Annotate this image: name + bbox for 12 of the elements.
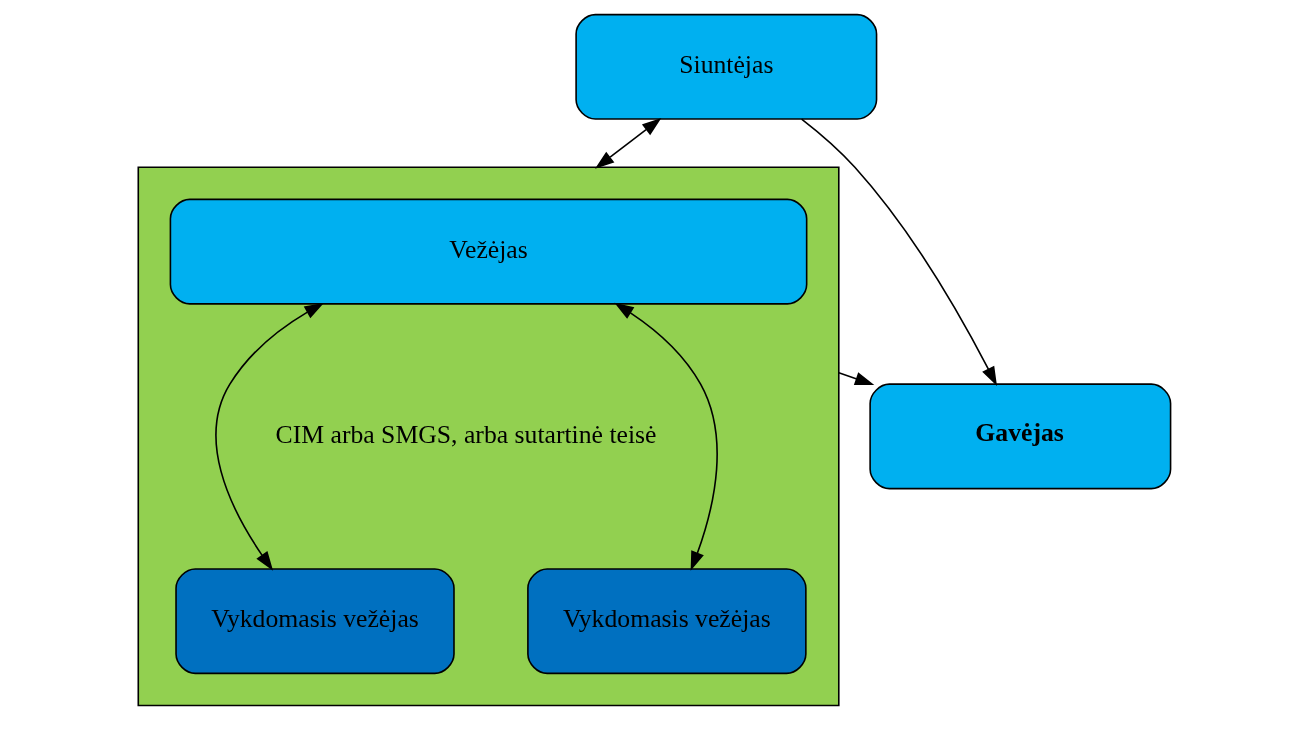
arrow [838, 372, 875, 386]
node-box: Siuntėjas [575, 13, 878, 120]
node-box: Vykdomasis vežėjas [175, 568, 455, 675]
cluster [137, 166, 840, 707]
node-box: Vežėjas [169, 198, 808, 305]
arrow [215, 302, 324, 571]
arrow [594, 118, 662, 169]
node-box: Gavėjas [869, 383, 1172, 490]
label: CIM arba SMGS, arba sutartinė teisė [275, 419, 657, 449]
arrow [800, 118, 997, 386]
arrow [614, 302, 718, 571]
node-box: Vykdomasis vežėjas [527, 568, 807, 675]
